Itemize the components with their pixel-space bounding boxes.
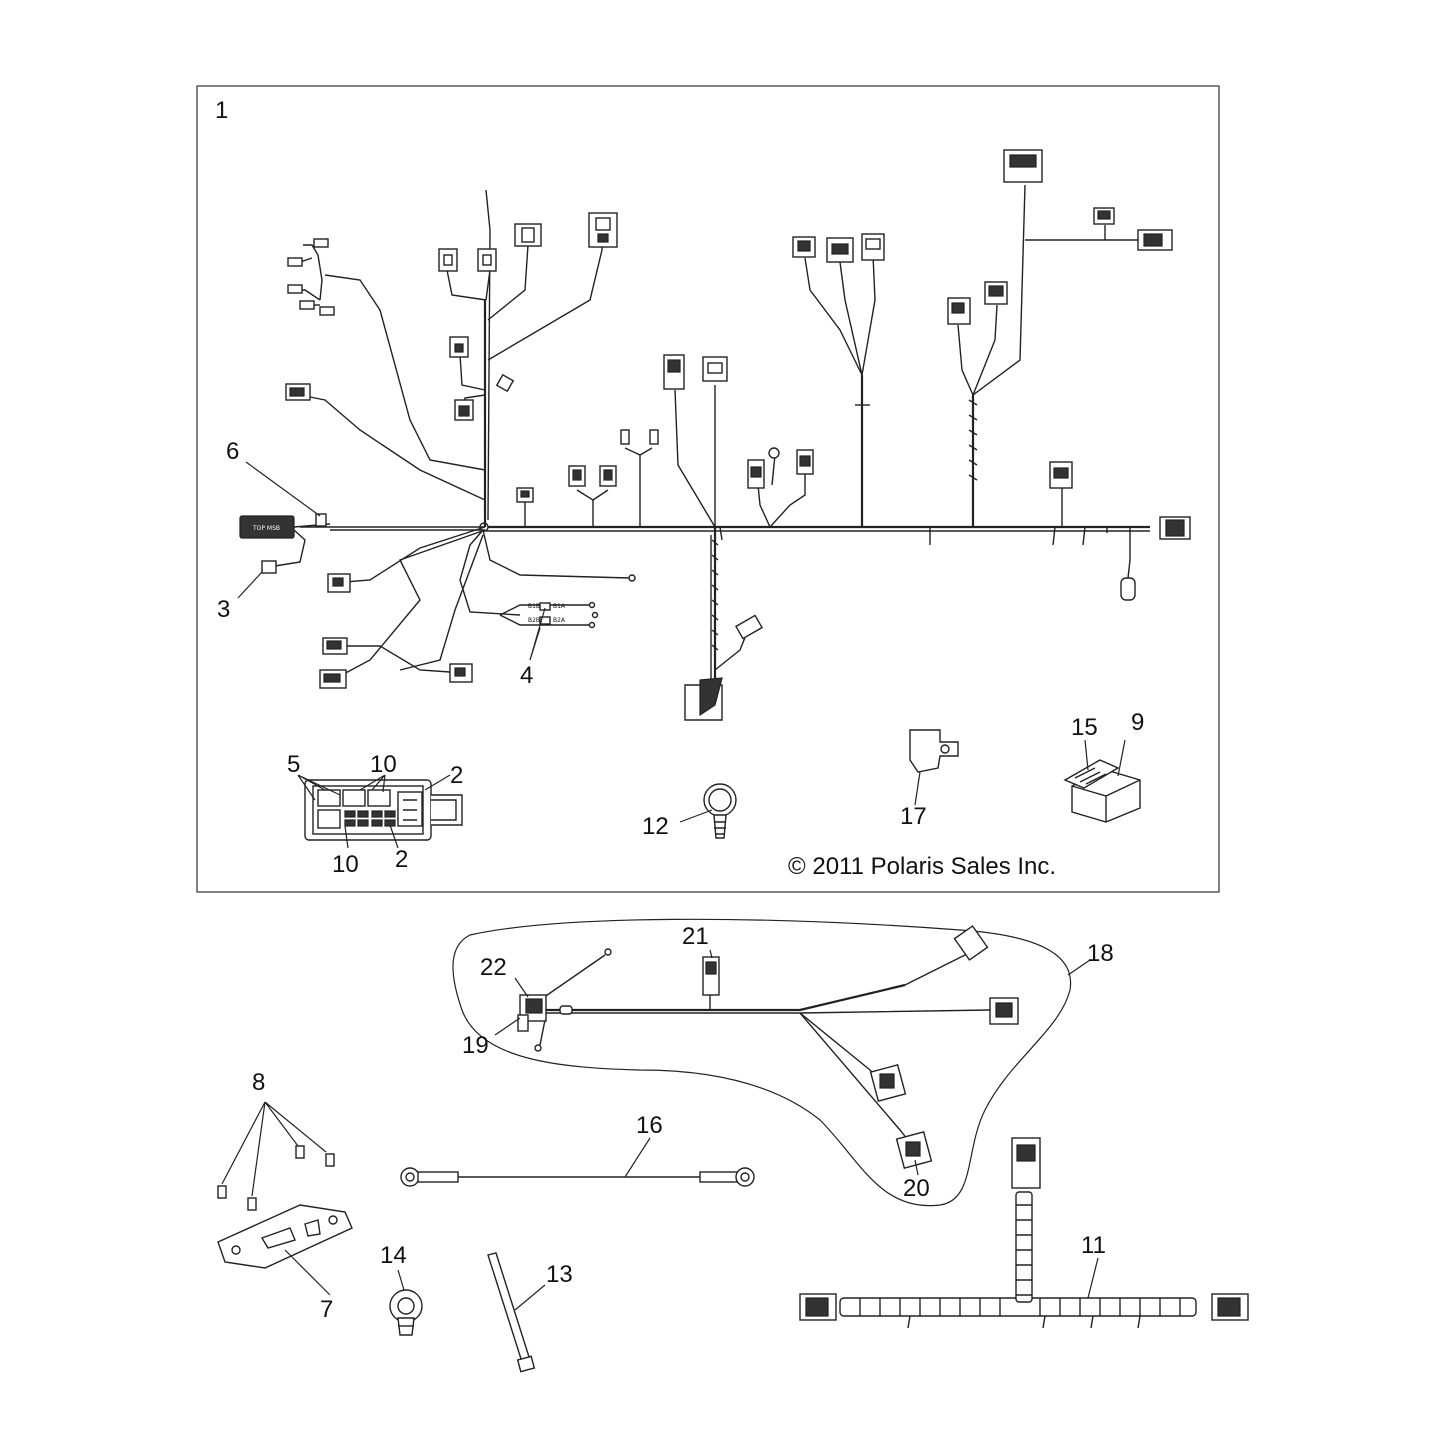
callout-12: 12 [642, 813, 669, 840]
callout-7: 7 [320, 1296, 333, 1323]
callout-14: 14 [380, 1242, 407, 1269]
connector-right-3 [861, 233, 885, 261]
fuse-box [304, 779, 463, 841]
sub-harness [517, 925, 1019, 1169]
connector-top-4 [588, 212, 618, 248]
wire-clip [703, 783, 737, 839]
callout-5: 5 [287, 751, 300, 778]
ground-cable [400, 1167, 755, 1187]
connector-right-5 [984, 281, 1008, 305]
callout-3: 3 [217, 596, 230, 623]
copyright-notice: © 2011 Polaris Sales Inc. [788, 853, 1056, 880]
relay-terminal-block: B1B B1A B2B B2A [499, 601, 599, 629]
sub-connector-top-right [953, 925, 989, 961]
callout-10-top: 10 [370, 751, 397, 778]
sub-connector-22 [517, 994, 573, 1032]
ground-block [684, 677, 723, 721]
callout-18: 18 [1087, 940, 1114, 967]
connector-top-3 [514, 223, 542, 247]
callout-1: 1 [215, 97, 228, 124]
callout-4: 4 [520, 662, 533, 689]
connector-center-1 [663, 354, 685, 390]
ext-connector-left [799, 1293, 837, 1321]
connector-top-1 [438, 248, 458, 272]
connector-top-2 [477, 248, 497, 272]
callout-21: 21 [682, 923, 709, 950]
sub-harness-outline [452, 918, 1072, 1207]
callout-9: 9 [1131, 709, 1144, 736]
connector-right-6 [1003, 149, 1043, 183]
terminal-cover [909, 729, 959, 773]
relay-and-decal [1063, 759, 1141, 823]
connector-center-2 [702, 356, 728, 382]
connector-right-8 [1137, 229, 1173, 251]
connector-left-3 [322, 637, 348, 655]
cable-tie [487, 1252, 536, 1373]
mounting-plate [217, 1204, 353, 1269]
svg-text:B1B: B1B [528, 603, 540, 610]
ext-connector-top [1011, 1137, 1041, 1189]
sub-connector-21 [702, 956, 720, 996]
control-module: TOP MSB [239, 513, 331, 574]
extension-harness [799, 1137, 1249, 1329]
svg-text:B2B: B2B [528, 617, 540, 624]
sub-connector-20 [895, 1131, 933, 1169]
connector-left-2 [327, 573, 351, 593]
callout-20: 20 [903, 1175, 930, 1202]
push-clip [389, 1289, 423, 1336]
connector-right-1 [792, 236, 816, 258]
callout-6: 6 [226, 438, 239, 465]
connector-right-7 [1093, 207, 1115, 225]
connector-trunk-2 [568, 465, 586, 487]
sub-connector-right [989, 997, 1019, 1025]
connector-mid-2 [454, 399, 474, 421]
ext-connector-right [1211, 1293, 1249, 1321]
callout-19: 19 [462, 1032, 489, 1059]
connector-trunk-3 [599, 465, 617, 487]
connector-left-5 [449, 663, 473, 683]
svg-text:B2A: B2A [553, 617, 566, 624]
connector-left-4 [319, 669, 347, 689]
connector-center-4 [796, 449, 814, 475]
callout-11: 11 [1081, 1232, 1106, 1259]
connector-right-4 [947, 297, 971, 325]
connector-left-1 [285, 383, 311, 401]
connector-right-end [1159, 516, 1191, 540]
callout-10-bottom: 10 [332, 851, 359, 878]
callout-2-top: 2 [450, 762, 463, 789]
connector-right-2 [826, 237, 854, 263]
screws [217, 1145, 335, 1211]
connector-right-9 [1049, 461, 1073, 489]
main-harness-frame [196, 85, 1220, 893]
callout-17: 17 [900, 803, 927, 830]
callout-8: 8 [252, 1069, 265, 1096]
callout-16: 16 [636, 1112, 663, 1139]
connector-center-drop [735, 614, 763, 640]
sub-connector-lower [869, 1064, 907, 1102]
connector-mid-1 [449, 336, 469, 358]
leader-lines [221, 461, 1126, 1311]
main-harness: TOP MSB B1B B1A B2B B2A [239, 149, 1191, 721]
svg-text:B1A: B1A [553, 603, 566, 610]
connector-center-3 [747, 459, 765, 489]
connector-trunk-1 [516, 487, 534, 503]
callout-22: 22 [480, 954, 507, 981]
callout-13: 13 [546, 1261, 573, 1288]
svg-text:TOP MSB: TOP MSB [252, 525, 280, 532]
callout-2-bottom: 2 [395, 846, 408, 873]
callout-15: 15 [1071, 714, 1098, 741]
connector-fuse-group [287, 238, 335, 316]
